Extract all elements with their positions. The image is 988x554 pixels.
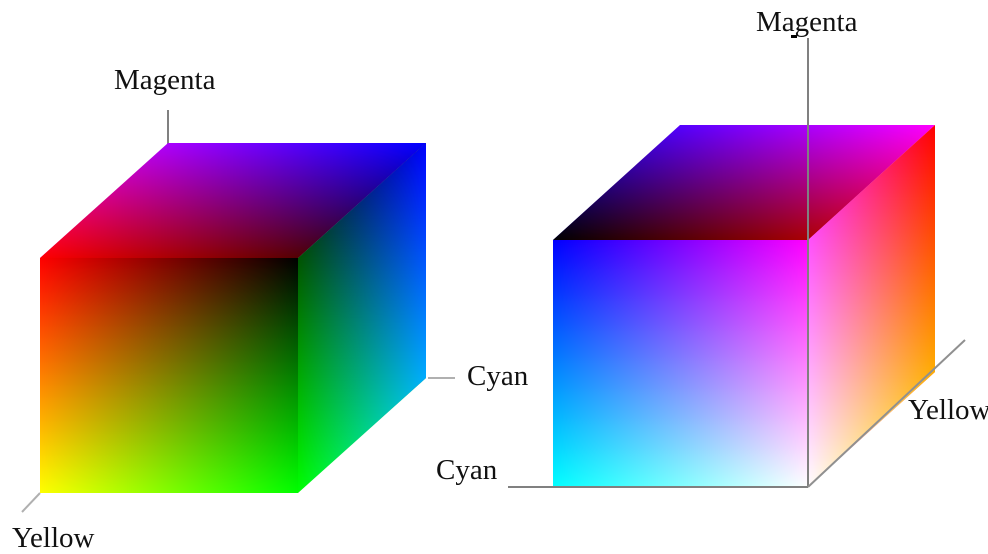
right-cyan-label: Cyan — [436, 456, 497, 485]
right-cube-front-face — [553, 240, 808, 487]
left-cyan-label: Cyan — [467, 362, 528, 391]
left-magenta-label: Magenta — [114, 66, 215, 95]
right-color-cube — [508, 35, 965, 487]
right-yellow-label: Yellow — [908, 396, 988, 425]
left-yellow-label: Yellow — [12, 524, 94, 553]
right-magenta-label: Magenta — [756, 8, 857, 37]
left-color-cube — [22, 110, 455, 512]
left-yellow-axis-line — [22, 493, 40, 512]
left-cube-front-face — [40, 258, 298, 493]
